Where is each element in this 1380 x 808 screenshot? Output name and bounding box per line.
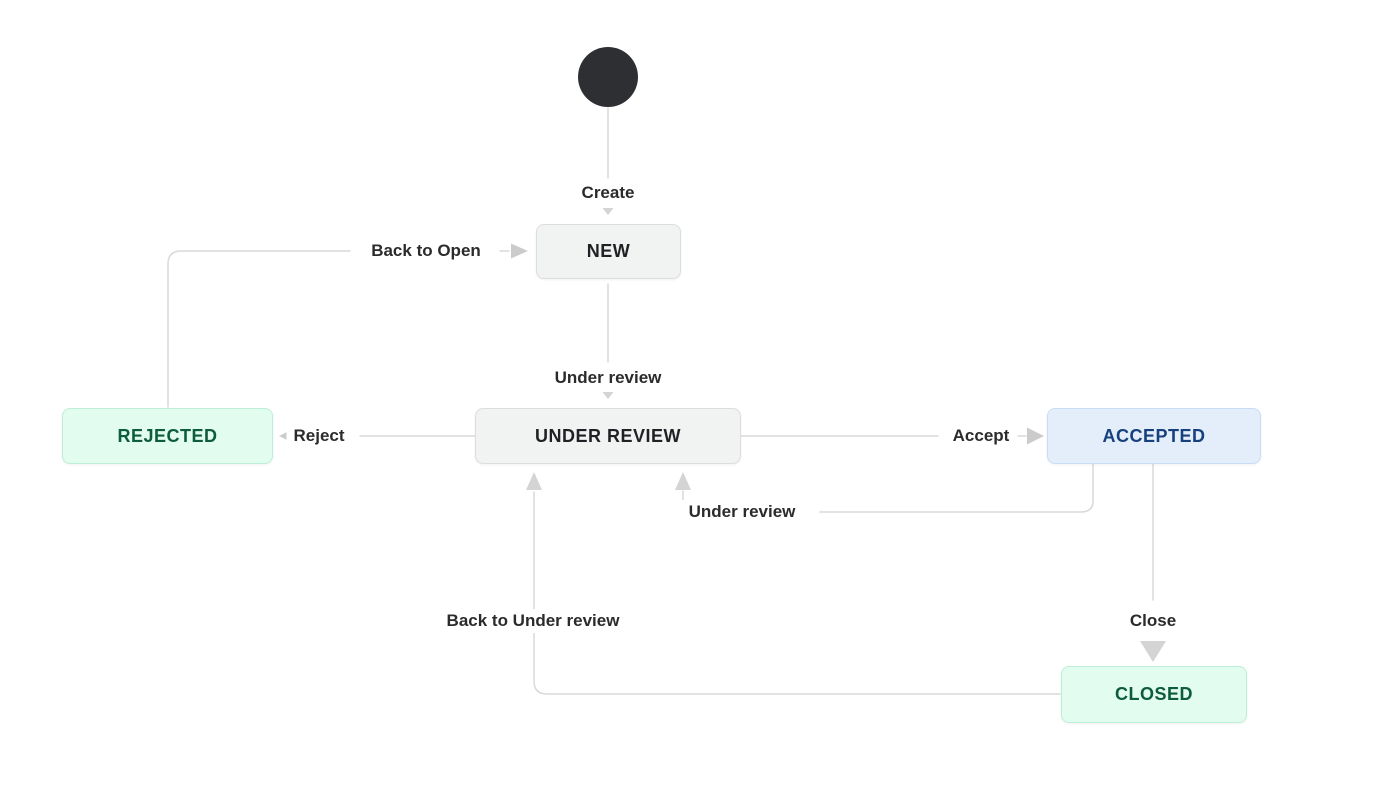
arrow-under-review-down-icon [602,392,614,399]
state-accepted[interactable]: ACCEPTED [1047,408,1261,464]
arrow-accepted-to-under-review-up-icon [675,472,691,490]
connector-accepted-to-under-review [819,463,1094,513]
state-closed[interactable]: CLOSED [1061,666,1247,723]
state-new[interactable]: NEW [536,224,681,279]
arrow-accept-right-icon [1027,427,1044,445]
arrow-close-down-icon [1140,641,1166,662]
transition-label-close[interactable]: Close [1122,609,1184,633]
arrow-back-to-under-review-up-icon [526,472,542,490]
transition-label-under-review-return[interactable]: Under review [681,500,803,524]
arrow-back-to-open-right-icon [511,243,528,259]
transition-label-reject[interactable]: Reject [286,424,352,448]
connector-back-to-open [167,250,351,408]
connector-back-to-under-review [533,491,1061,695]
transition-label-back-to-under-review[interactable]: Back to Under review [439,609,627,633]
state-under-review[interactable]: UNDER REVIEW [475,408,741,464]
arrow-create-down-icon [602,208,614,215]
start-node[interactable] [578,47,638,107]
transition-label-back-to-open[interactable]: Back to Open [364,239,488,263]
state-rejected[interactable]: REJECTED [62,408,273,464]
transition-label-create[interactable]: Create [574,181,642,205]
transition-label-under-review[interactable]: Under review [547,366,669,390]
transition-label-accept[interactable]: Accept [945,424,1017,448]
